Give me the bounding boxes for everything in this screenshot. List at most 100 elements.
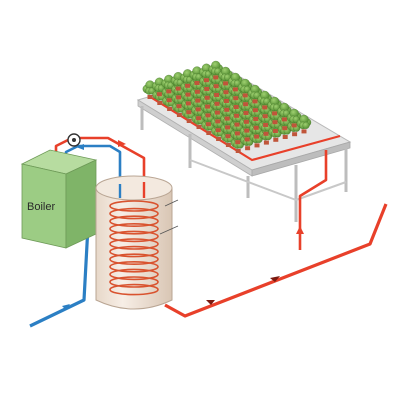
plant-pot <box>213 84 219 89</box>
flow-arrow <box>296 226 304 234</box>
potted-plant <box>296 114 312 134</box>
plant-pot <box>273 137 279 142</box>
plant-pot <box>215 119 221 124</box>
plant-pot <box>214 101 220 106</box>
bench-rail <box>295 181 347 201</box>
plant-pot <box>223 81 229 86</box>
flow-arrow <box>206 300 215 305</box>
plant-pot <box>186 119 192 123</box>
plant-pot <box>233 96 239 101</box>
plant-pot <box>272 111 278 116</box>
plant-pot <box>292 132 298 137</box>
flow-arrow <box>270 276 280 282</box>
flow-arrow <box>118 140 126 147</box>
plant-pot <box>253 125 259 130</box>
plant-pot <box>225 134 231 139</box>
plant-pot <box>176 113 182 117</box>
plant-pot <box>243 111 249 115</box>
plant-pot <box>243 119 249 124</box>
plant-pot <box>196 125 202 129</box>
plant-pot <box>204 87 210 91</box>
plant-pot <box>176 95 182 100</box>
boiler-side <box>65 159 97 249</box>
potted-plant <box>218 66 233 86</box>
plant-pot <box>194 81 200 85</box>
plant-pot <box>205 104 211 109</box>
plant-pot <box>204 95 210 100</box>
boiler: Boiler <box>20 149 98 249</box>
coil-turn <box>109 230 159 243</box>
plant-pot <box>224 107 230 112</box>
sensor-line <box>159 225 179 235</box>
potted-plants <box>142 60 312 153</box>
flow-arrow <box>76 144 84 150</box>
hot-pipe-to-bench <box>164 203 388 318</box>
plant-pot <box>282 126 288 131</box>
plant-pot <box>252 108 258 113</box>
pump-center <box>72 138 76 142</box>
plant-pot <box>186 110 192 115</box>
potted-plant <box>257 90 272 110</box>
bench-heating-pipe <box>151 97 341 162</box>
storage-tank <box>95 175 179 310</box>
coil-turn <box>109 268 159 281</box>
plant-pot <box>272 129 278 133</box>
plant-leaf <box>302 121 310 129</box>
plant-pot <box>234 131 240 136</box>
coil-turn <box>109 207 159 220</box>
coil-turn <box>109 215 159 227</box>
plant-pot <box>233 105 239 109</box>
plant-pot <box>281 117 287 122</box>
plant-pot <box>223 99 229 103</box>
plant-pot <box>235 149 241 153</box>
plant-pot <box>176 104 182 109</box>
coil-turn <box>109 260 159 273</box>
plant-pot <box>252 99 258 104</box>
plant-pot <box>253 117 259 121</box>
plant-pot <box>301 129 307 134</box>
coil-turn <box>109 276 159 288</box>
plant-pot <box>232 87 238 92</box>
plant-pot <box>195 107 201 112</box>
hot-pipe-riser <box>298 150 328 250</box>
plant-pot <box>243 102 249 107</box>
plant-pot <box>244 128 250 133</box>
sensor-line <box>164 199 179 207</box>
plant-pot <box>196 116 202 121</box>
plant-pot <box>282 135 288 139</box>
plant-pot <box>242 93 248 98</box>
plant-pot <box>175 86 181 91</box>
plant-pot <box>205 122 211 127</box>
plant-pot <box>234 113 240 118</box>
boiler-flow-pipe <box>54 136 146 182</box>
coil-turn <box>109 200 159 212</box>
plant-pot <box>262 105 268 110</box>
plant-pot <box>272 120 278 125</box>
plant-pot <box>224 116 230 121</box>
plant-pot <box>195 98 201 103</box>
plant-pot <box>235 140 241 145</box>
plant-pot <box>263 123 269 127</box>
tank-top <box>95 175 173 201</box>
potted-plant <box>208 60 223 80</box>
plant-pot <box>244 137 250 142</box>
potted-plant <box>277 102 292 122</box>
coil-turn <box>109 253 159 266</box>
plant-pot <box>245 146 251 151</box>
plant-pot <box>225 125 231 130</box>
plant-pot <box>157 101 163 105</box>
plant-pot <box>214 93 220 97</box>
coil-turn <box>109 238 159 250</box>
plant-pot <box>263 131 269 136</box>
heating-coil <box>109 200 159 296</box>
potted-plant <box>286 108 302 128</box>
plant-pot <box>205 113 211 118</box>
plant-pot <box>291 123 297 128</box>
coil-turn <box>109 245 159 258</box>
plant-pot <box>214 110 220 115</box>
plant-pot <box>156 92 162 97</box>
plant-pot <box>225 143 231 147</box>
plant-pot <box>185 101 191 106</box>
boiler-label: Boiler <box>27 201 55 213</box>
